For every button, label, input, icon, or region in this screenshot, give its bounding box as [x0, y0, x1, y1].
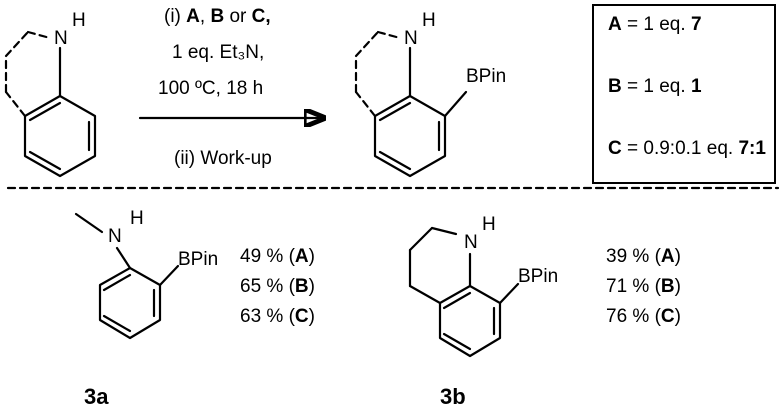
3b-h-label: H: [482, 214, 496, 235]
3b-yield-c: 76 % (C): [606, 306, 681, 327]
3a-n-label: N: [108, 226, 122, 247]
condition-line-2: 1 eq. Et₃N,: [172, 42, 265, 63]
compound-3a-structure: [74, 212, 180, 340]
sm-n-label: N: [54, 28, 68, 49]
3a-yield-b: 65 % (B): [240, 276, 315, 297]
3b-bpin-label: BPin: [518, 266, 559, 287]
product-structure: [354, 30, 468, 178]
starting-material-structure: [4, 30, 97, 178]
prod-h-label: H: [422, 10, 436, 31]
compound-label-3b: 3b: [440, 384, 466, 409]
3b-yield-b: 71 % (B): [606, 276, 681, 297]
3b-yield-a: 39 % (A): [606, 246, 681, 267]
reagent-legend-box: A = 1 eq. 7 B = 1 eq. 1 C = 0.9:0.1 eq. …: [592, 4, 776, 184]
3a-yield-a: 49 % (A): [240, 246, 315, 267]
workup-line: (ii) Work-up: [174, 148, 272, 169]
3a-yield-c: 63 % (C): [240, 306, 315, 327]
prod-n-label: N: [404, 28, 418, 49]
compound-label-3a: 3a: [84, 384, 109, 409]
3a-bpin-label: BPin: [178, 249, 219, 270]
prod-bpin-label: BPin: [466, 66, 507, 87]
legend-row-a: A = 1 eq. 7: [608, 14, 702, 35]
sm-h-label: H: [72, 10, 86, 31]
compound-3b-structure: [408, 226, 520, 358]
legend-row-c: C = 0.9:0.1 eq. 7:1: [608, 138, 766, 159]
condition-line-3: 100 ºC, 18 h: [158, 78, 264, 99]
3b-n-label: N: [464, 232, 478, 253]
legend-row-b: B = 1 eq. 1: [608, 76, 702, 97]
3a-h-label: H: [130, 208, 144, 229]
condition-line-1: (i) A, B or C,: [164, 6, 271, 27]
